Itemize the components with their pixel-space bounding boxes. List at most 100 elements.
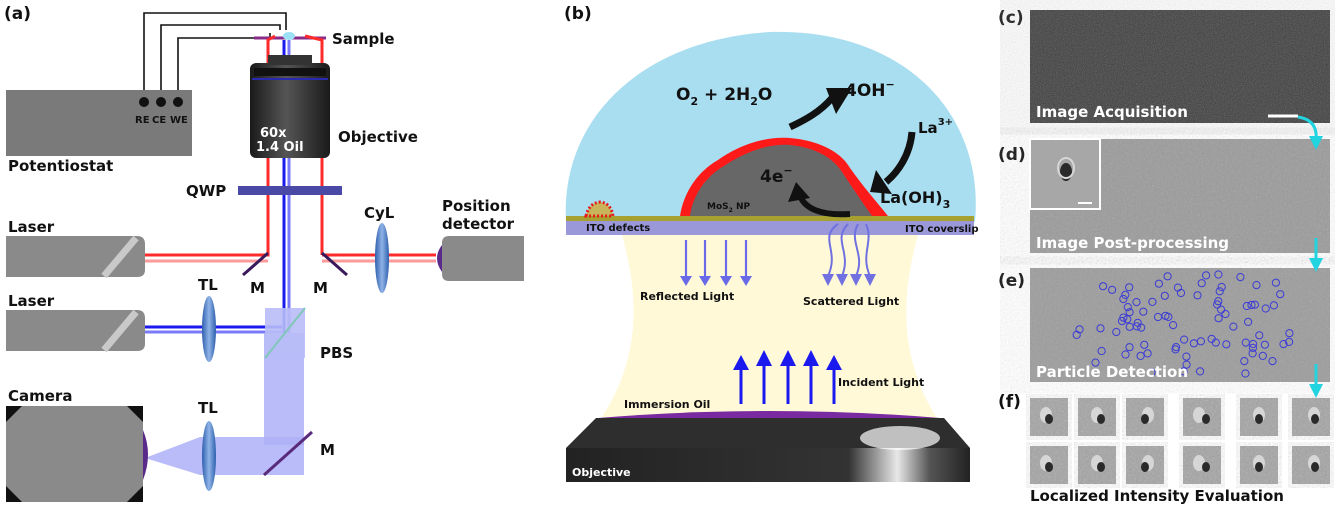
panel-b-letter: (b) xyxy=(564,4,592,24)
detected-particle-marker xyxy=(1125,308,1134,317)
detected-particle-marker xyxy=(1160,291,1169,300)
particle-patch-core xyxy=(1311,462,1319,472)
mirror-right xyxy=(321,251,348,277)
particle-patch-core xyxy=(1311,414,1319,424)
detected-particle-marker xyxy=(1125,283,1134,292)
ito-layer xyxy=(566,216,974,221)
workflow-arrows xyxy=(1297,115,1323,398)
panel-d-letter: (d) xyxy=(998,145,1026,165)
detected-particle-marker xyxy=(1215,287,1224,296)
particle-patch-core xyxy=(1045,462,1053,472)
detected-particle-marker xyxy=(1143,349,1152,358)
detected-particle-marker xyxy=(1240,357,1249,366)
detected-particle-marker xyxy=(1096,324,1105,333)
detected-particle-marker xyxy=(1097,346,1106,356)
detected-particle-marker xyxy=(1269,301,1279,310)
product-text: La(OH)3 xyxy=(880,188,950,211)
detected-particle-marker xyxy=(1173,283,1183,292)
detected-particle-marker xyxy=(1242,301,1251,311)
detected-particle-marker xyxy=(1217,305,1226,314)
detected-particle-marker xyxy=(1255,331,1264,340)
detected-particle-marker xyxy=(1285,337,1294,346)
detected-particle-marker xyxy=(1132,298,1141,307)
re-terminal xyxy=(139,97,149,107)
incident-light-arrows xyxy=(733,350,842,404)
imaging-beam-horizontal xyxy=(145,437,304,475)
detected-particle-marker xyxy=(1276,290,1285,299)
detected-particle-marker xyxy=(1179,367,1188,376)
we-terminal xyxy=(173,97,183,107)
detected-particle-marker xyxy=(1148,297,1157,306)
detected-particle-marker xyxy=(1121,290,1130,299)
nanoparticle-label: MoS2 NP xyxy=(707,202,750,214)
detected-particle-marker xyxy=(1247,300,1256,310)
hydroxide-text: 4OH− xyxy=(845,78,895,101)
detected-particle-marker xyxy=(1252,281,1261,290)
detected-particle-marker xyxy=(1260,340,1270,349)
detected-particle-marker xyxy=(1229,322,1238,331)
we-label: WE xyxy=(170,115,188,126)
ito-defect-bump xyxy=(584,200,615,218)
detected-particle-marker xyxy=(1250,300,1260,309)
detected-particle-marker xyxy=(1112,327,1121,337)
detected-particle-marker xyxy=(1125,343,1134,352)
objective-highlight xyxy=(860,426,940,450)
detected-particle-marker xyxy=(1153,312,1163,322)
detected-particle-marker xyxy=(1136,351,1145,360)
detected-particle-marker xyxy=(1214,270,1223,279)
objective-b-label: Objective xyxy=(572,466,631,479)
detected-particles xyxy=(1072,270,1294,378)
lanthanum-ion-text: La3+ xyxy=(918,117,953,137)
tube-lens-top xyxy=(202,296,216,362)
reflected-light-label: Reflected Light xyxy=(640,290,734,303)
particle-patch-core xyxy=(1202,462,1210,472)
mos2-nanoparticle xyxy=(690,144,872,216)
particle-patch-core xyxy=(1097,462,1105,472)
detected-particle-marker xyxy=(1221,309,1230,319)
oil-film xyxy=(598,411,940,418)
cyl-label: CyL xyxy=(364,204,395,222)
detected-particle-marker xyxy=(1132,322,1141,331)
objective-mag: 60x xyxy=(260,126,287,141)
cylindrical-lens xyxy=(375,223,389,293)
incident-light-label: Incident Light xyxy=(838,376,924,389)
scattered-light-arrows xyxy=(822,223,876,286)
sample-label: Sample xyxy=(332,30,395,48)
detected-particle-marker xyxy=(1133,318,1142,327)
detected-particle-marker xyxy=(1236,273,1245,282)
detected-particle-marker xyxy=(1140,340,1149,349)
detected-particle-marker xyxy=(1154,279,1164,288)
panel-c-caption: Image Acquisition xyxy=(1036,103,1188,121)
detected-particle-marker xyxy=(1163,272,1172,281)
position-detector xyxy=(442,236,524,281)
position-detector-label-1: Position xyxy=(442,197,511,215)
arrow-to-hydroxide xyxy=(788,95,835,131)
scattered-light-label: Scattered Light xyxy=(803,295,899,308)
objective-front-face xyxy=(566,448,970,482)
immersion-oil-column xyxy=(600,235,938,420)
pbs-label: PBS xyxy=(320,344,353,362)
mirror-camera-label: M xyxy=(320,441,335,459)
arrow-to-product xyxy=(883,131,916,185)
panel-f: (f) Localized Intensity Evaluation xyxy=(998,392,1330,505)
mirror-left-label: M xyxy=(250,279,265,297)
panel-e-letter: (e) xyxy=(998,271,1025,291)
detected-particle-marker xyxy=(1268,357,1277,366)
electrolyte-drop xyxy=(565,31,976,222)
objective-tip xyxy=(268,55,312,65)
detected-particle-marker xyxy=(1123,303,1132,312)
particle-patch-core xyxy=(1255,462,1263,472)
ito-defects-label: ITO defects xyxy=(586,223,650,234)
qwp-plate xyxy=(238,186,342,195)
detected-particle-marker xyxy=(1213,300,1222,309)
detection-image-noise xyxy=(1030,268,1330,382)
panel-c-letter: (c) xyxy=(998,8,1024,28)
detected-particle-marker xyxy=(1241,338,1250,347)
potentiostat-label: Potentiostat xyxy=(8,157,113,175)
detected-particle-marker xyxy=(1119,313,1128,322)
detected-particle-marker xyxy=(1147,368,1156,377)
detected-particle-marker xyxy=(1196,367,1205,376)
sample-drop xyxy=(283,32,295,40)
detected-particle-marker xyxy=(1091,358,1100,367)
